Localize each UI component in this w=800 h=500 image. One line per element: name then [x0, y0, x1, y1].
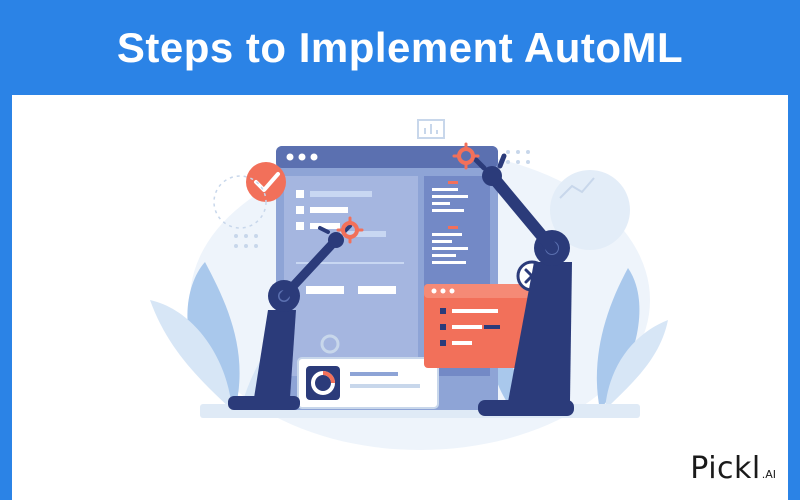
window-dot — [286, 153, 294, 161]
background-circle — [550, 170, 630, 250]
main-app-window — [276, 146, 498, 410]
logo-wordmark: Pickl — [690, 451, 761, 486]
gear-icon — [336, 216, 364, 244]
dot-grid-right — [506, 150, 530, 164]
left-frame-border — [0, 95, 12, 500]
logo-suffix: .AI — [761, 468, 776, 481]
automl-illustration — [150, 119, 668, 450]
title-banner: Steps to Implement AutoML — [0, 0, 800, 95]
dot-grid-left — [234, 234, 258, 248]
orange-popup-card — [424, 284, 530, 368]
window-dot — [310, 153, 318, 161]
info-card — [297, 357, 439, 409]
faint-bar-chart-icon — [417, 119, 445, 139]
robot-arm-left — [228, 224, 352, 410]
gear-icon — [452, 142, 480, 170]
faint-line-chart-icon — [559, 177, 595, 199]
page-title: Steps to Implement AutoML — [116, 23, 684, 71]
robot-arm-right — [473, 153, 574, 416]
faint-donut-icon — [320, 334, 340, 354]
window-dot — [298, 153, 306, 161]
right-frame-border — [788, 95, 800, 500]
brand-logo: Pickl .AI — [690, 451, 776, 486]
faint-dotted-circle — [213, 175, 267, 229]
